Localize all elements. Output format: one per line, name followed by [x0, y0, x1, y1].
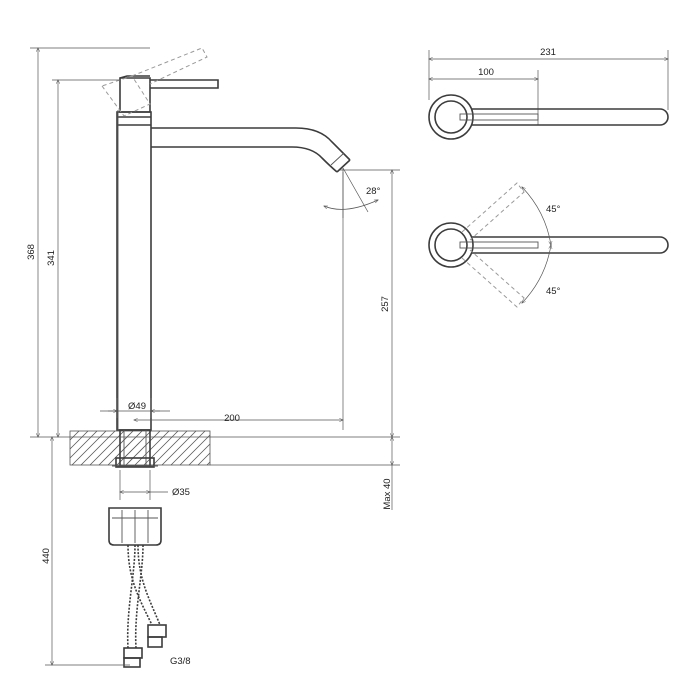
label-rotation-left: 45° — [546, 204, 561, 215]
label-base-diameter: Ø49 — [128, 401, 146, 412]
hatch-line — [69, 430, 98, 459]
hatch-line — [69, 430, 89, 450]
lever-handle — [119, 75, 219, 113]
label-rotation-right: 45° — [546, 286, 561, 297]
hatch-line — [134, 430, 170, 466]
hatch-line — [188, 443, 211, 466]
hatch-line — [71, 430, 107, 466]
dim-spout-height: 257 — [340, 170, 400, 437]
hatch-line — [80, 430, 116, 466]
dim-body-height: 341 — [46, 80, 120, 437]
hatch-line — [143, 430, 179, 466]
hatch-line — [170, 430, 206, 466]
label-hose-length: 440 — [41, 548, 52, 564]
dim-max-thickness: Max 40 — [210, 437, 400, 510]
mounting-shank — [108, 429, 162, 546]
hatch-line — [89, 430, 125, 466]
label-body-height: 341 — [46, 250, 57, 266]
hatch-line — [125, 430, 161, 466]
spout — [151, 127, 351, 173]
hatch-line — [206, 461, 211, 466]
label-top-offset: 100 — [478, 67, 494, 78]
top-view-rotation: 45° 45° — [428, 182, 669, 308]
label-max-thickness: Max 40 — [382, 478, 393, 509]
hatch-line — [69, 430, 80, 441]
faucet-body — [116, 110, 152, 431]
label-spout-reach: 200 — [224, 413, 240, 424]
dim-base-diameter: Ø49 — [100, 398, 170, 418]
side-view: 368 341 257 28° 200 — [26, 47, 400, 668]
dim-hose-length: 440 — [41, 437, 130, 665]
dim-spout-angle: 28° — [324, 167, 381, 218]
hatch-line — [179, 434, 211, 466]
hatch-line — [197, 452, 211, 466]
supply-hoses — [123, 544, 167, 668]
label-shank-diameter: Ø35 — [172, 487, 190, 498]
label-thread: G3/8 — [170, 656, 191, 667]
top-view-upper: 231 100 — [428, 47, 669, 140]
dim-total-height: 368 — [26, 48, 150, 437]
hatch-line — [107, 430, 143, 466]
hatch-line — [161, 430, 197, 466]
label-spout-angle: 28° — [366, 186, 381, 197]
countertop — [69, 430, 211, 466]
label-total-height: 368 — [26, 244, 37, 260]
label-top-width: 231 — [540, 47, 556, 58]
hatch-line — [152, 430, 188, 466]
lever-ghost — [101, 47, 208, 117]
dim-shank-diameter: Ø35 — [120, 470, 190, 500]
label-spout-height: 257 — [380, 296, 391, 312]
dim-spout-reach: 200 — [134, 172, 343, 430]
